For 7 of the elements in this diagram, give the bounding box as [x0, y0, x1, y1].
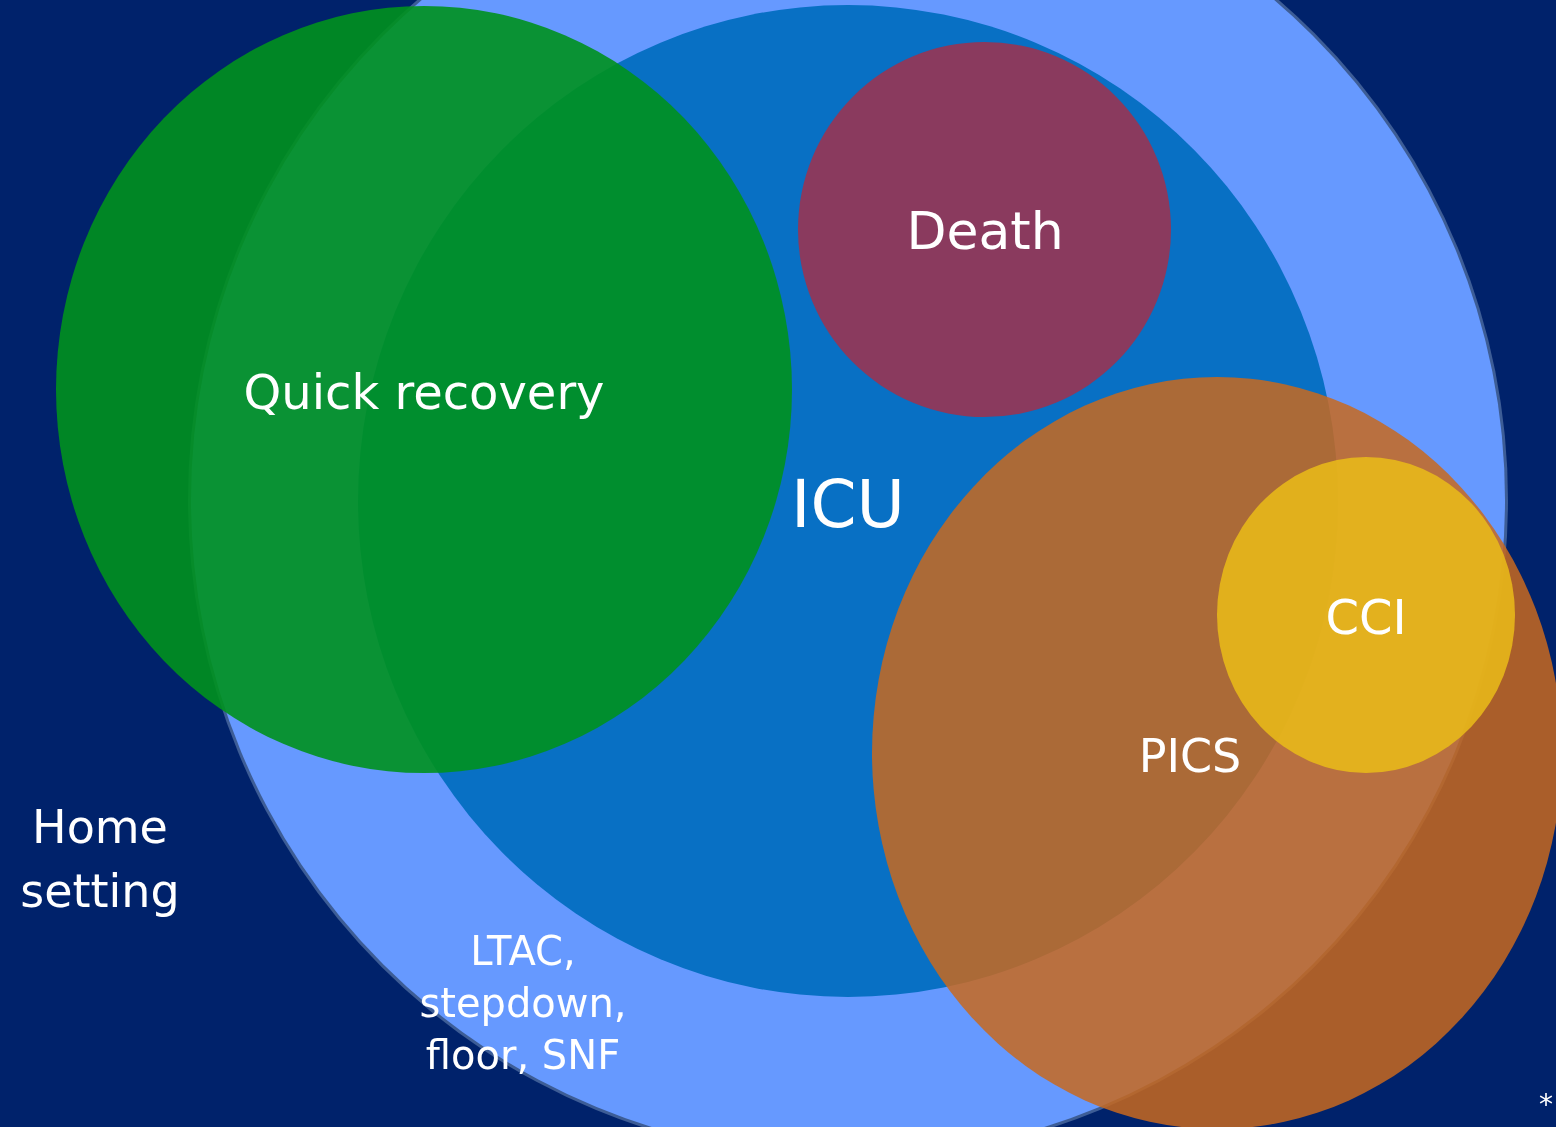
circle-label: CCI — [1325, 587, 1407, 647]
circle-label: ICU — [791, 465, 905, 546]
region-label: Home setting — [19, 799, 181, 921]
footnote-mark: * — [1538, 1087, 1554, 1123]
circle-label: PICS — [1138, 728, 1242, 786]
circle-label: Quick recovery — [243, 362, 605, 422]
circle-label: Death — [906, 200, 1064, 264]
